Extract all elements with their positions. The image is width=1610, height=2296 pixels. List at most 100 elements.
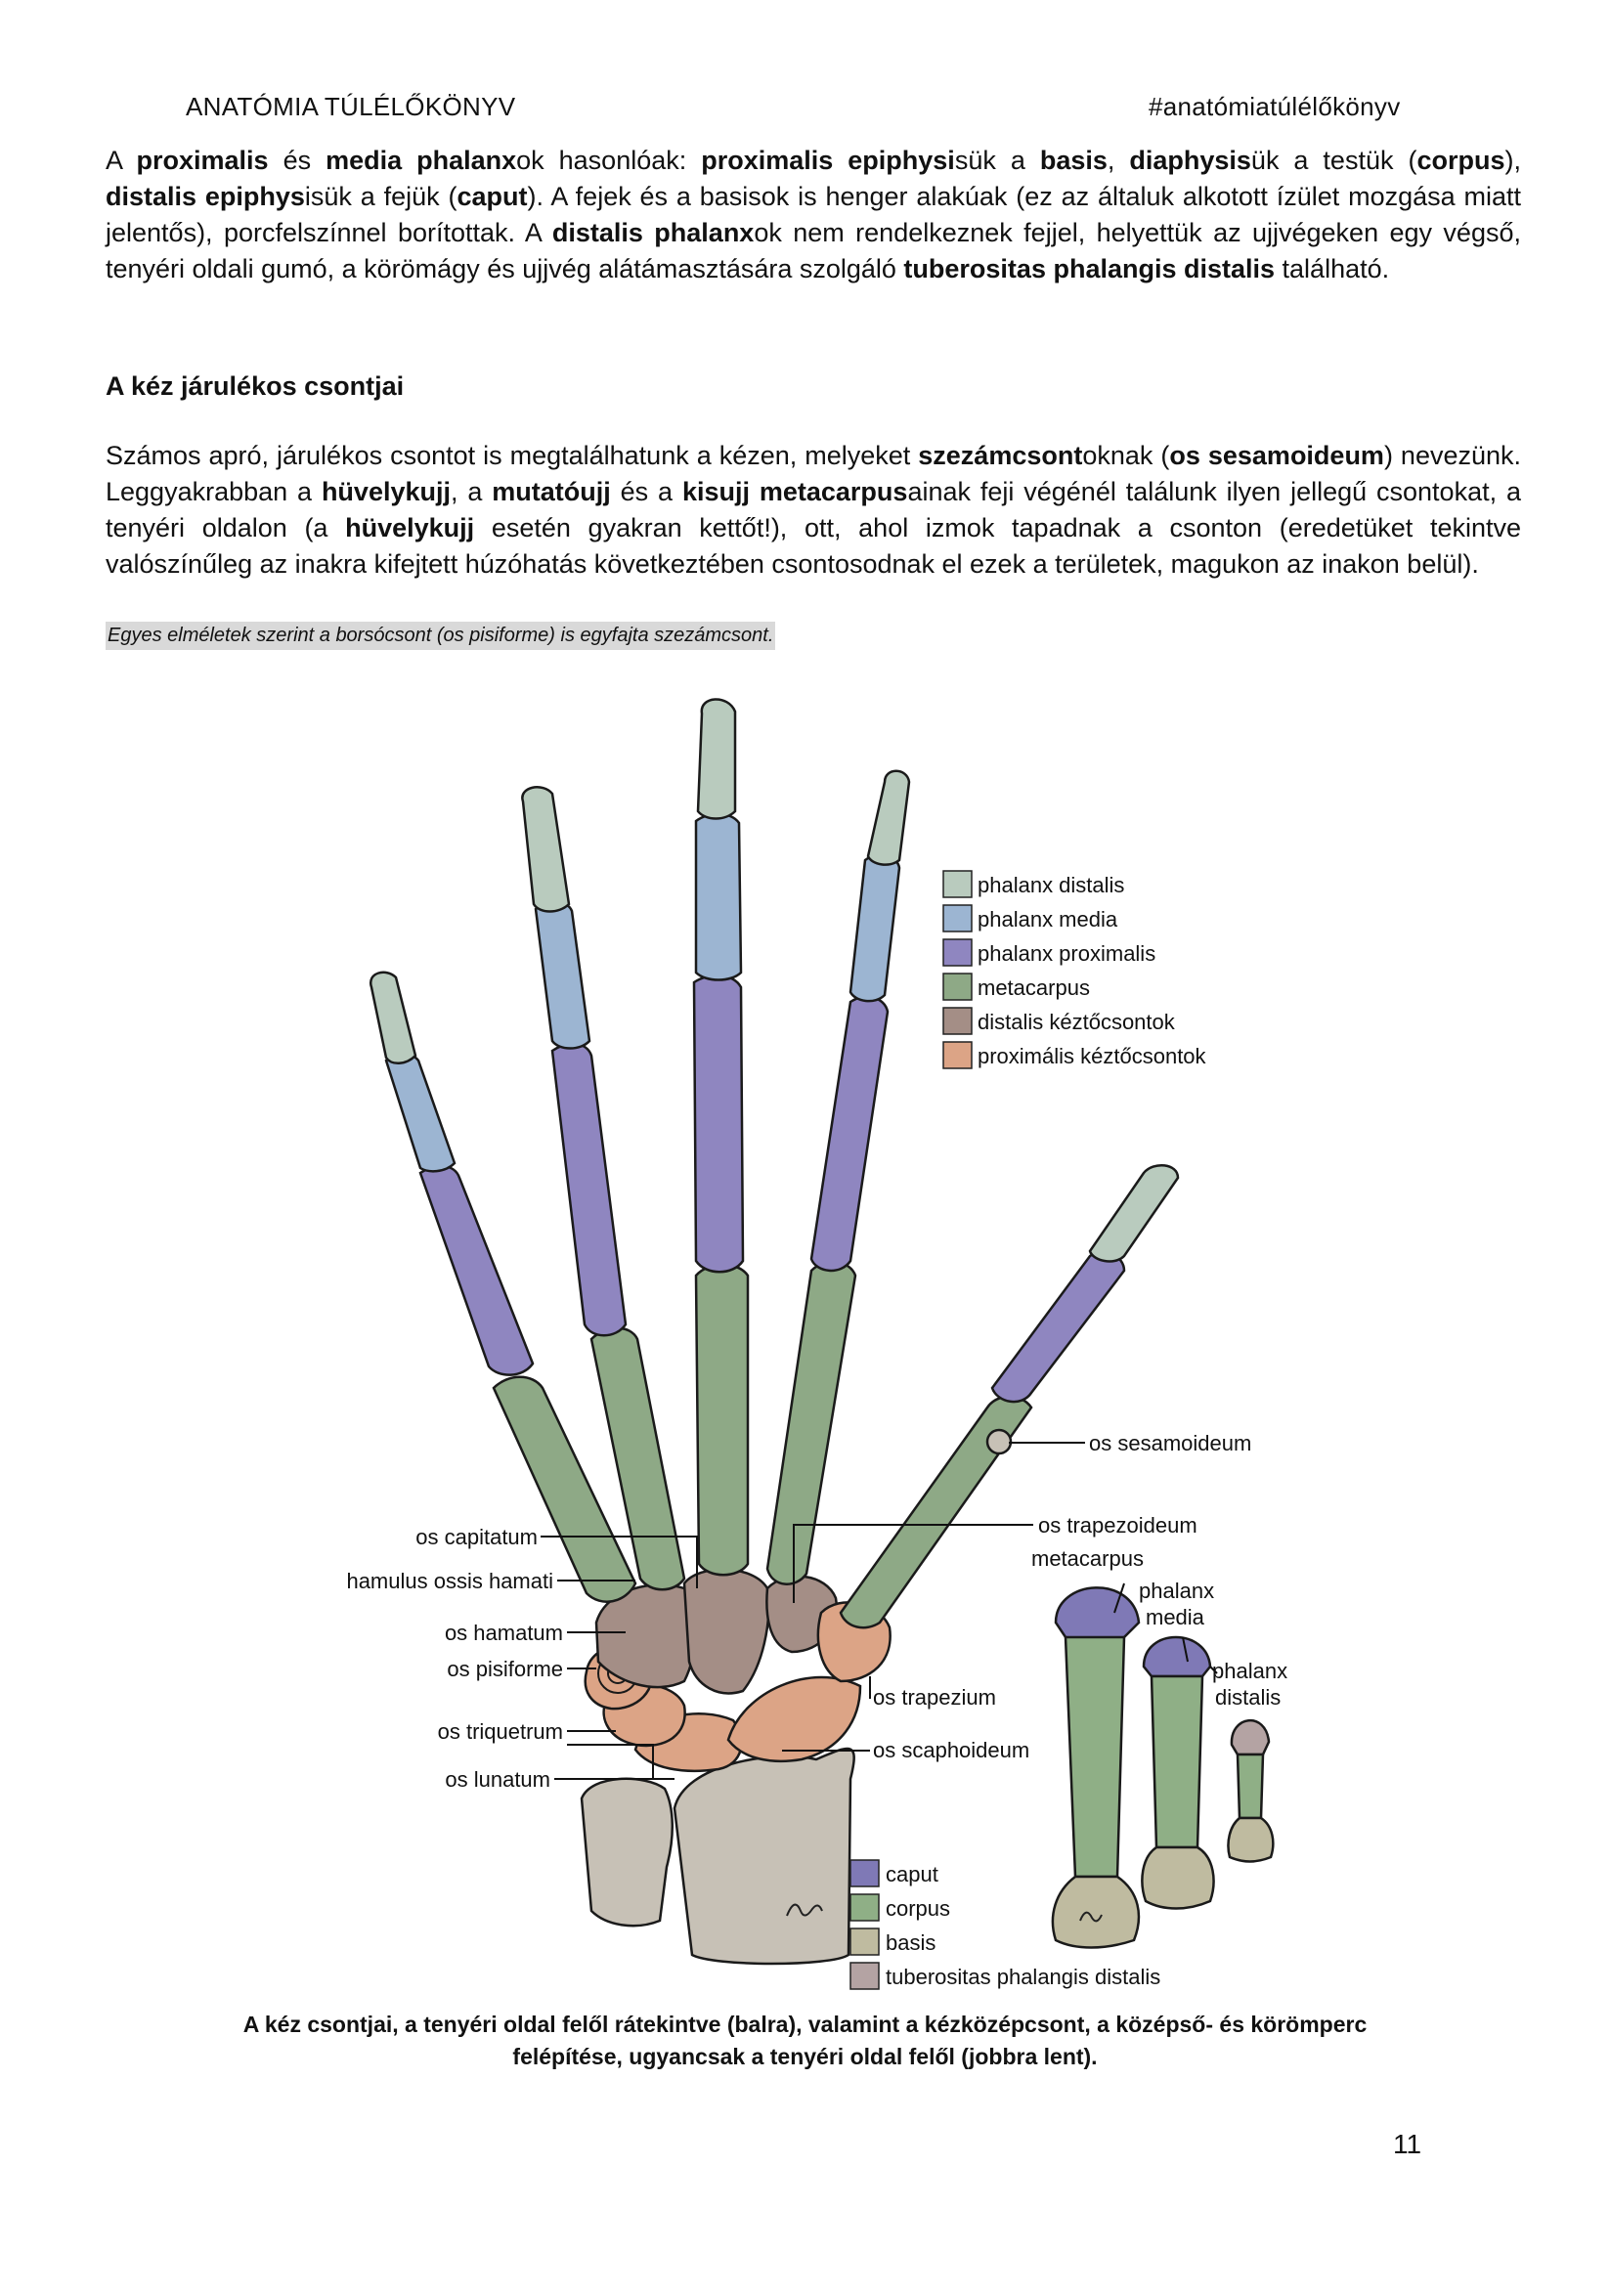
- bold-term: hüvelykujj: [321, 477, 451, 506]
- legend-bottom: caput corpus basis tuberositas phalangis…: [849, 1859, 1160, 1990]
- leader-distalis-detail: [1209, 1666, 1218, 1674]
- leader-lines: [541, 1442, 1218, 1780]
- proximal-phalanx-2: [809, 995, 890, 1273]
- legend-item: phalanx proximalis: [942, 938, 1155, 967]
- ulna-bone: [580, 1777, 674, 1928]
- detail-distalis-tuberositas: [1230, 1719, 1271, 1756]
- detail-media-corpus: [1150, 1674, 1204, 1849]
- bold-term: mutatóujj: [492, 477, 611, 506]
- metacarpal-bones: [492, 1260, 1033, 1629]
- running-header-hashtag: #anatómiatúlélőkönyv: [1149, 92, 1401, 121]
- legend-item: corpus: [849, 1893, 950, 1922]
- bold-term: distalis epiphys: [106, 182, 305, 211]
- figure-caption-line-2: felépítése, ugyancsak a tenyéri oldal fe…: [512, 2044, 1098, 2069]
- leader-media-detail: [1182, 1636, 1189, 1663]
- legend-item: phalanx distalis: [942, 870, 1124, 898]
- distal-phalanx-2: [866, 769, 911, 866]
- legend-label: basis: [886, 1930, 936, 1955]
- distal-phalanx-5: [369, 971, 417, 1064]
- proximal-phalanx-4: [550, 1042, 628, 1337]
- leader-capitatum: [541, 1536, 698, 1588]
- middle-phalanges: [384, 812, 901, 1173]
- legend-top: phalanx distalis phalanx media phalanx p…: [942, 870, 1207, 1069]
- bold-term: distalis phalanx: [551, 218, 755, 247]
- distal-phalanges: [369, 698, 1180, 1263]
- proximal-phalanx-1: [990, 1250, 1126, 1404]
- legend-swatch: [849, 1893, 880, 1922]
- leader-triquetrum-drop: [567, 1744, 654, 1779]
- bold-term: media phalanx: [326, 146, 517, 175]
- legend-item: basis: [849, 1928, 936, 1956]
- legend-swatch: [849, 1928, 880, 1956]
- label-os-lunatum: os lunatum: [445, 1767, 550, 1792]
- legend-item: caput: [849, 1859, 938, 1887]
- detail-bones: [1051, 1586, 1275, 1949]
- bold-term: szezámcsont: [918, 441, 1083, 470]
- legend-swatch: [942, 938, 973, 967]
- legend-label: phalanx proximalis: [978, 941, 1155, 966]
- bold-term: proximalis: [136, 146, 269, 175]
- label-os-pisiforme: os pisiforme: [447, 1657, 563, 1681]
- legend-label: phalanx media: [978, 907, 1118, 931]
- distal-phalanx-4: [521, 786, 571, 913]
- section-heading: A kéz járulékos csontjai: [106, 371, 405, 401]
- bold-term: proximalis epiphysi: [701, 146, 955, 175]
- bold-term: caput: [457, 182, 528, 211]
- label-hamulus-ossis-hamati: hamulus ossis hamati: [346, 1569, 553, 1593]
- detail-metacarpus-basis: [1051, 1875, 1141, 1949]
- middle-phalanx-5: [384, 1052, 457, 1173]
- label-phalanx-distalis-1: phalanx: [1212, 1659, 1287, 1683]
- label-os-scaphoideum: os scaphoideum: [873, 1738, 1029, 1762]
- carpal-bones: [584, 1568, 892, 1773]
- highlighted-note: Egyes elméletek szerint a borsócsont (os…: [106, 622, 776, 650]
- paragraph-sesamoid-bones: Számos apró, járulékos csontot is megtal…: [106, 441, 1522, 579]
- legend-swatch: [942, 904, 973, 932]
- label-os-trapezium: os trapezium: [873, 1685, 996, 1710]
- legend-item: metacarpus: [942, 973, 1090, 1001]
- legend-swatch: [849, 1859, 880, 1887]
- bold-term: basis: [1039, 146, 1108, 175]
- bold-term: hüvelykujj: [345, 513, 475, 542]
- detail-signature: [1079, 1911, 1103, 1923]
- sesamoid-bone: [985, 1428, 1013, 1455]
- figure-caption: A kéz csontjai, a tenyéri oldal felől rá…: [147, 2009, 1463, 2073]
- legend-label: distalis kéztőcsontok: [978, 1010, 1176, 1034]
- bold-term: corpus: [1416, 146, 1505, 175]
- distal-phalanx-3: [696, 698, 737, 820]
- page-number: 11: [1393, 2129, 1422, 2159]
- legend-label: metacarpus: [978, 975, 1090, 1000]
- artist-signature: [786, 1903, 823, 1917]
- legend-swatch: [942, 870, 973, 898]
- os-scaphoideum: [726, 1675, 862, 1763]
- detail-distalis-basis: [1227, 1816, 1275, 1863]
- leader-trapezoideum: [793, 1524, 1033, 1603]
- label-os-hamatum: os hamatum: [445, 1621, 563, 1645]
- detail-metacarpus-caput: [1054, 1586, 1141, 1642]
- legend-label: proximális kéztőcsontok: [978, 1044, 1207, 1068]
- bold-term: diaphysis: [1129, 146, 1251, 175]
- legend-swatch: [942, 1007, 973, 1035]
- label-os-trapezoideum: os trapezoideum: [1038, 1513, 1197, 1538]
- detail-media-basis: [1141, 1845, 1215, 1910]
- proximal-phalanx-5: [418, 1164, 535, 1376]
- label-phalanx-media-2: media: [1146, 1605, 1205, 1629]
- legend-swatch: [942, 1041, 973, 1069]
- detail-metacarpus-corpus: [1064, 1635, 1126, 1879]
- middle-phalanx-3: [694, 812, 743, 981]
- figure-caption-line-1: A kéz csontjai, a tenyéri oldal felől rá…: [242, 2012, 1368, 2037]
- legend-label: tuberositas phalangis distalis: [886, 1965, 1160, 1989]
- legend-swatch: [849, 1962, 880, 1990]
- middle-phalanx-2: [849, 853, 901, 1003]
- leader-metacarpus-detail: [1113, 1582, 1125, 1614]
- bold-term: tuberositas phalangis distalis: [903, 254, 1276, 283]
- proximal-phalanges: [418, 974, 1126, 1404]
- figure-labels: os sesamoideum os capitatum hamulus ossi…: [346, 1431, 1287, 1792]
- detail-media-caput: [1142, 1635, 1212, 1678]
- legend-item: phalanx media: [942, 904, 1118, 932]
- label-os-sesamoideum: os sesamoideum: [1089, 1431, 1251, 1455]
- legend-label: phalanx distalis: [978, 873, 1124, 897]
- forearm-bones: [580, 1747, 855, 1966]
- label-phalanx-media-1: phalanx: [1139, 1579, 1214, 1603]
- legend-label: caput: [886, 1862, 938, 1886]
- legend-label: corpus: [886, 1896, 950, 1921]
